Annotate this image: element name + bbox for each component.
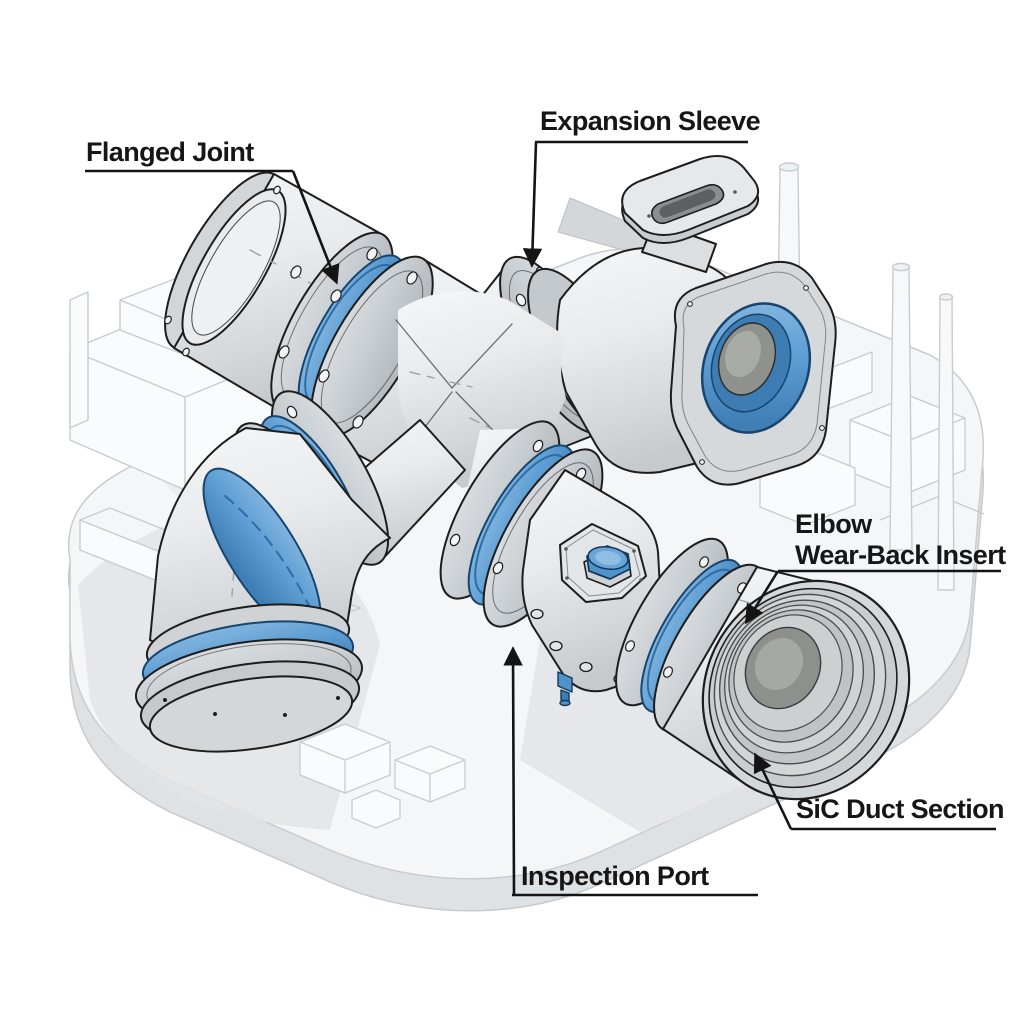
expansion-sleeve-module <box>454 155 837 486</box>
mouth-plate-bolts <box>687 285 825 465</box>
callout-elbow-wear-back-insert: Elbow Wear-Back Insert <box>795 509 1006 570</box>
drain-fitting <box>557 671 573 707</box>
leader-arrow-inspection-port <box>503 646 523 896</box>
callout-sic-duct-section: SiC Duct Section <box>796 794 1005 825</box>
inspection-port-module <box>439 420 664 707</box>
callout-inspection-port: Inspection Port <box>521 861 709 892</box>
end-cap-bolt-holes <box>164 185 281 357</box>
duct-assembly <box>134 155 911 801</box>
callout-elbow-line2: Wear-Back Insert <box>795 539 1006 570</box>
plate-screws <box>564 547 643 582</box>
callout-inspection-port-text: Inspection Port <box>521 861 709 891</box>
callout-sic-duct-text: SiC Duct Section <box>796 794 1005 824</box>
leader-arrow-sic-duct <box>753 752 793 830</box>
machinery-bottom <box>299 723 466 829</box>
leader-arrow-elbow-wear-back <box>744 570 780 625</box>
chimney-mid <box>889 267 913 551</box>
leader-arrow-expansion-sleeve <box>522 141 543 268</box>
callout-lines <box>85 140 1001 897</box>
sic-duct-mouth <box>701 579 911 801</box>
callout-expansion-sleeve: Expansion Sleeve <box>540 106 761 137</box>
callout-elbow-line1: Elbow <box>795 509 872 539</box>
leader-arrow-flanged-joint <box>291 170 340 285</box>
sic-duct-section-part <box>615 537 911 801</box>
callout-flanged-joint-text: Flanged Joint <box>86 137 254 167</box>
elbow-base-rings <box>134 603 364 753</box>
callout-flanged-joint: Flanged Joint <box>86 137 254 168</box>
elbow-assembly <box>134 390 466 753</box>
callout-expansion-sleeve-text: Expansion Sleeve <box>540 106 761 136</box>
base-ring-bolts <box>163 696 340 717</box>
top-access-port <box>621 155 759 273</box>
